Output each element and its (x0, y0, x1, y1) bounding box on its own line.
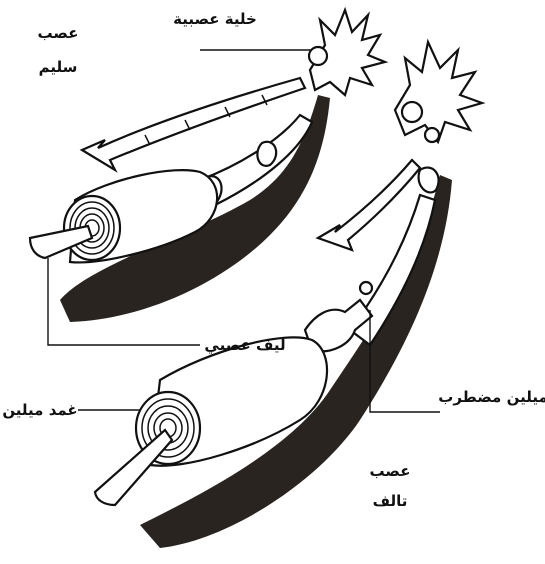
label-healthy-nerve-line1: عصب (38, 24, 79, 42)
label-damaged-nerve-line2: تالف (373, 492, 408, 510)
healthy-node-2 (257, 142, 276, 166)
healthy-nerve (30, 10, 385, 322)
label-damaged-nerve-line1: عصب (370, 462, 411, 480)
healthy-cross-section (64, 196, 120, 260)
label-healthy-nerve-line2: سليم (39, 58, 78, 76)
label-disturbed-myelin: ميلين مضطرب (438, 388, 545, 406)
damaged-fiber-tip (95, 430, 172, 505)
damaged-nerve-cell (395, 42, 482, 142)
label-myelin-sheath: غمد ميلين (2, 401, 77, 419)
label-nerve-fiber: ليف عصبي (204, 336, 285, 354)
damaged-axon-node (419, 168, 439, 193)
label-nerve-cell: خلية عصبية (173, 10, 257, 28)
damaged-nucleus (402, 102, 422, 122)
